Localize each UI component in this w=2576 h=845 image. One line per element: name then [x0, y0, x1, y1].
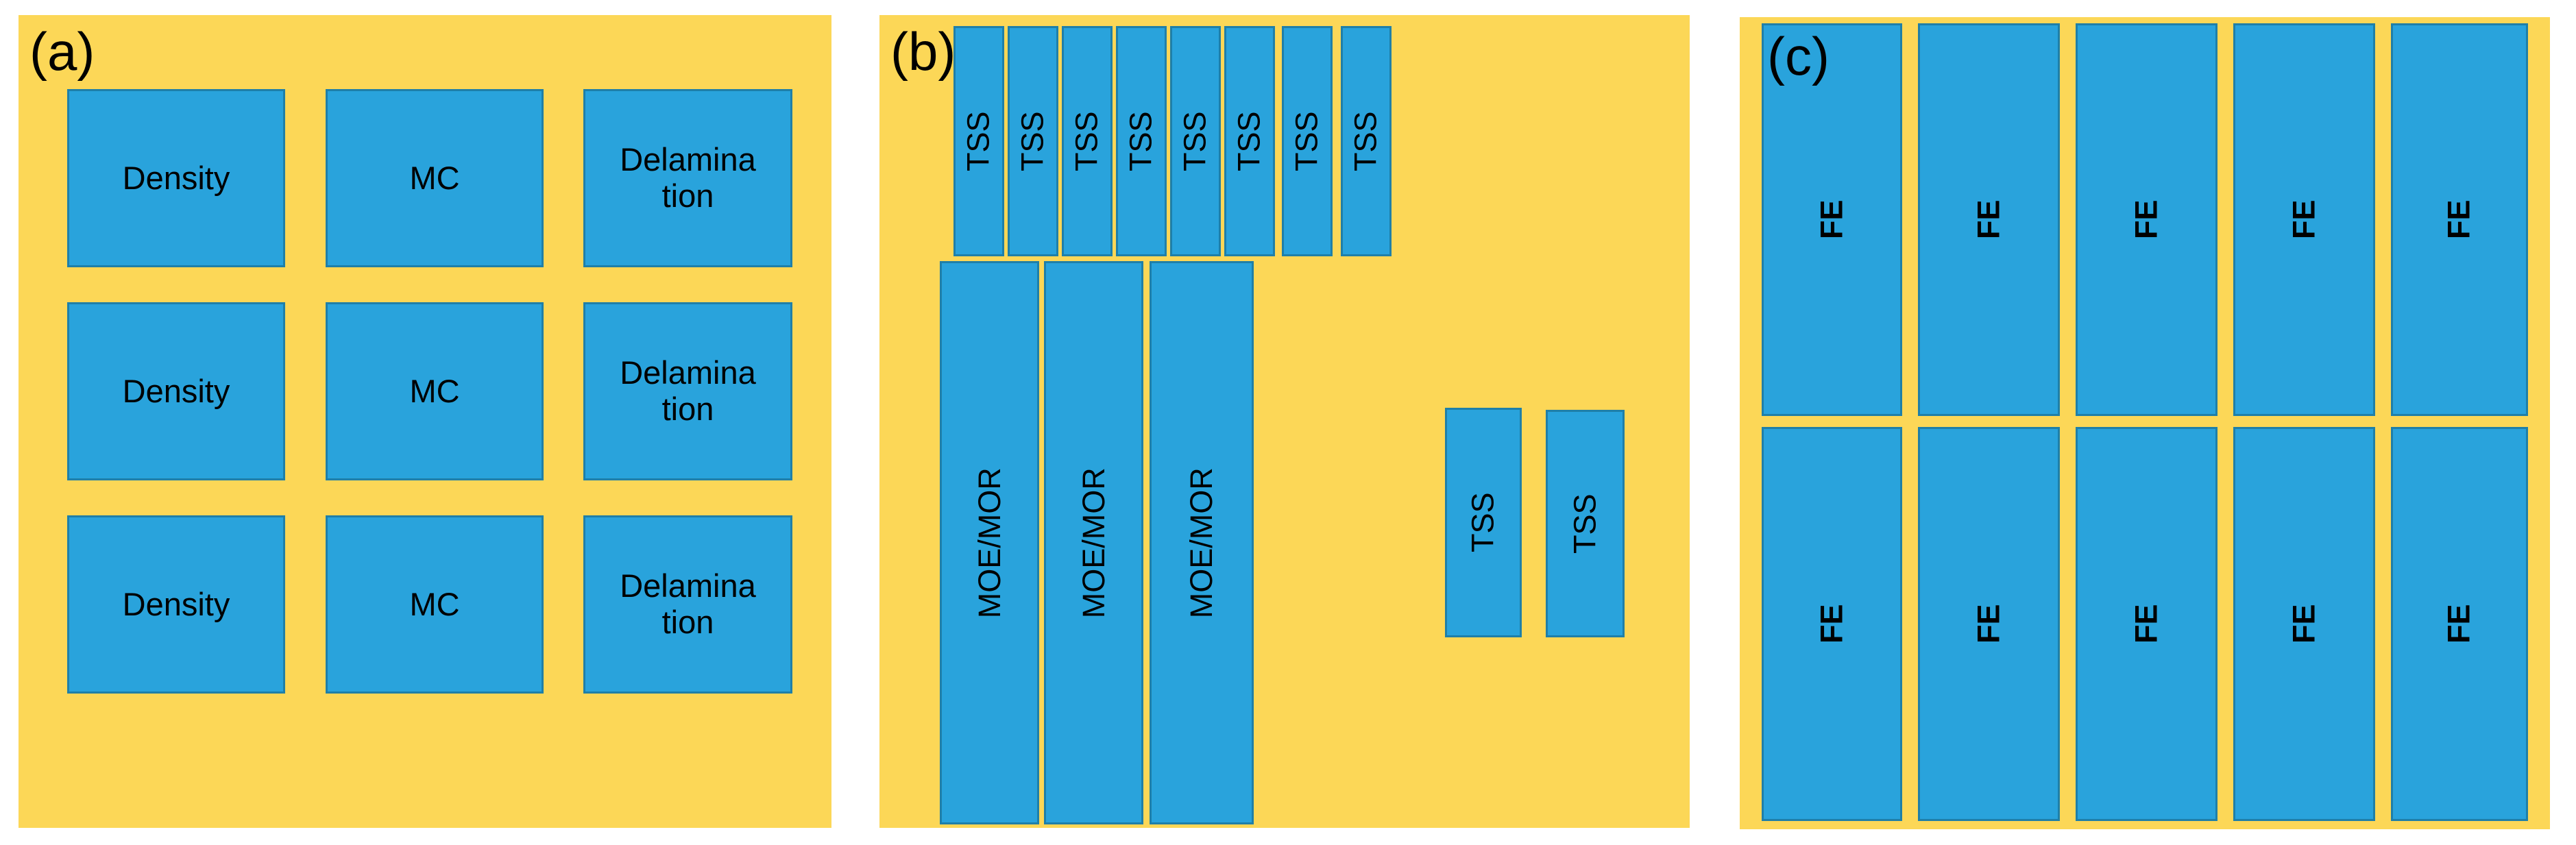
- specimen-cell[interactable]: TSS: [1341, 26, 1392, 256]
- specimen-cell[interactable]: Delamina tion: [583, 302, 792, 480]
- specimen-label: MC: [409, 159, 460, 196]
- specimen-cell[interactable]: Density: [67, 302, 285, 480]
- specimen-label: TSS: [1465, 492, 1500, 553]
- specimen-label: TSS: [960, 111, 996, 171]
- specimen-label: FE: [1971, 604, 2006, 644]
- panel-b: (b) TSS TSS TSS TSS TSS TSS TSS TSS MOE/…: [879, 15, 1690, 828]
- specimen-label: MOE/MOR: [1076, 467, 1111, 618]
- specimen-cell[interactable]: TSS: [1170, 26, 1221, 256]
- specimen-cell[interactable]: FE: [1762, 23, 1902, 416]
- specimen-cell[interactable]: MC: [326, 302, 544, 480]
- specimen-cell[interactable]: Density: [67, 515, 285, 694]
- specimen-label: Delamina tion: [620, 354, 756, 427]
- specimen-label: TSS: [1289, 111, 1324, 171]
- specimen-label: FE: [2441, 199, 2477, 240]
- specimen-cell[interactable]: MC: [326, 89, 544, 267]
- specimen-label: FE: [2128, 199, 2164, 240]
- specimen-cell[interactable]: Delamina tion: [583, 89, 792, 267]
- specimen-cell[interactable]: MOE/MOR: [1150, 261, 1254, 824]
- specimen-cell[interactable]: Density: [67, 89, 285, 267]
- specimen-cell[interactable]: FE: [1918, 427, 2060, 821]
- panel-c: (c) FE FE FE FE FE FE FE FE FE FE: [1740, 17, 2550, 829]
- specimen-label: MOE/MOR: [971, 467, 1007, 618]
- specimen-label: MOE/MOR: [1183, 467, 1219, 618]
- specimen-cell[interactable]: MOE/MOR: [940, 261, 1039, 824]
- specimen-cell[interactable]: TSS: [1062, 26, 1113, 256]
- specimen-cell[interactable]: TSS: [1008, 26, 1058, 256]
- specimen-cell[interactable]: FE: [2233, 23, 2375, 416]
- specimen-label: TSS: [1348, 111, 1383, 171]
- specimen-label: FE: [1971, 199, 2006, 240]
- specimen-cell[interactable]: TSS: [1224, 26, 1275, 256]
- specimen-cell[interactable]: MC: [326, 515, 544, 694]
- specimen-label: Delamina tion: [620, 567, 756, 640]
- specimen-label: FE: [1814, 199, 1849, 240]
- specimen-cell[interactable]: FE: [1762, 427, 1902, 821]
- specimen-label: TSS: [1177, 111, 1213, 171]
- specimen-label: TSS: [1069, 111, 1104, 171]
- specimen-cell[interactable]: FE: [2233, 427, 2375, 821]
- specimen-label: FE: [1814, 604, 1849, 644]
- specimen-label: MC: [409, 585, 460, 622]
- specimen-label: TSS: [1231, 111, 1267, 171]
- specimen-label: FE: [2128, 604, 2164, 644]
- specimen-label: MC: [409, 372, 460, 409]
- specimen-label: TSS: [1567, 493, 1603, 554]
- specimen-cell[interactable]: Delamina tion: [583, 515, 792, 694]
- specimen-label: FE: [2286, 604, 2322, 644]
- specimen-label: Density: [122, 372, 230, 409]
- panel-a: (a) Density MC Delamina tion Density MC …: [19, 15, 831, 828]
- specimen-label: Delamina tion: [620, 141, 756, 214]
- specimen-cell[interactable]: MOE/MOR: [1044, 261, 1143, 824]
- specimen-cell[interactable]: TSS: [1116, 26, 1167, 256]
- specimen-cell[interactable]: TSS: [1546, 410, 1625, 637]
- specimen-label: FE: [2286, 199, 2322, 240]
- specimen-label: Density: [122, 159, 230, 196]
- specimen-cell[interactable]: FE: [2391, 427, 2528, 821]
- specimen-cell[interactable]: FE: [2076, 427, 2217, 821]
- specimen-label: FE: [2441, 604, 2477, 644]
- panel-a-tag: (a): [29, 21, 95, 82]
- specimen-label: TSS: [1123, 111, 1158, 171]
- specimen-label: TSS: [1014, 111, 1050, 171]
- panel-b-tag: (b): [890, 21, 956, 82]
- specimen-cell[interactable]: FE: [1918, 23, 2060, 416]
- specimen-cell[interactable]: TSS: [1445, 408, 1522, 637]
- specimen-cell[interactable]: FE: [2076, 23, 2217, 416]
- specimen-cell[interactable]: TSS: [1282, 26, 1333, 256]
- specimen-cell[interactable]: FE: [2391, 23, 2528, 416]
- specimen-label: Density: [122, 585, 230, 622]
- specimen-cell[interactable]: TSS: [953, 26, 1004, 256]
- panel-c-tag: (c): [1767, 26, 1830, 86]
